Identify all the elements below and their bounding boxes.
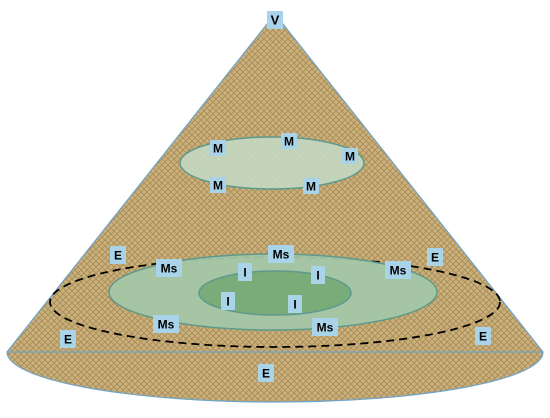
label-text: Ms — [273, 247, 290, 261]
label-upper-ring-1: M — [210, 140, 226, 156]
label-text: M — [306, 179, 316, 193]
label-box — [210, 177, 226, 193]
label-box — [475, 327, 491, 345]
label-middle-ring-5: Ms — [312, 318, 338, 336]
label-box — [210, 140, 226, 156]
label-upper-ring-3: M — [342, 148, 358, 164]
label-box — [312, 318, 338, 336]
label-box — [221, 292, 235, 310]
label-box — [303, 178, 319, 194]
label-inner-ring-4: I — [288, 295, 302, 313]
label-text: M — [213, 141, 223, 155]
label-box — [385, 261, 411, 279]
label-box — [311, 266, 325, 284]
label-text: E — [431, 250, 439, 264]
label-text: Ms — [390, 263, 407, 277]
label-middle-ring-1: Ms — [156, 259, 182, 277]
label-text: V — [271, 13, 280, 28]
label-box — [153, 315, 179, 333]
label-box — [427, 248, 443, 266]
label-box — [281, 133, 297, 149]
label-box — [267, 11, 283, 29]
label-inner-ring-2: I — [311, 266, 325, 284]
label-box — [268, 245, 294, 263]
label-text: Ms — [161, 261, 178, 275]
label-box — [110, 246, 126, 264]
label-text: E — [64, 332, 72, 346]
label-upper-ring-2: M — [281, 133, 297, 149]
label-outer-ring-4: E — [475, 327, 491, 345]
label-outer-ring-2: E — [427, 248, 443, 266]
upper-ellipse — [179, 136, 365, 190]
label-text: I — [293, 297, 296, 311]
label-text: Ms — [158, 317, 175, 331]
label-text: E — [114, 248, 122, 262]
label-text: I — [243, 265, 246, 279]
label-upper-ring-5: M — [303, 178, 319, 194]
label-inner-ring-1: I — [238, 263, 252, 281]
label-text: M — [213, 178, 223, 192]
label-text: Ms — [317, 320, 334, 334]
label-text: M — [284, 134, 294, 148]
label-text: E — [479, 329, 487, 343]
label-outer-ring-1: E — [110, 246, 126, 264]
label-box — [342, 148, 358, 164]
label-box — [60, 330, 76, 348]
label-text: E — [262, 366, 270, 380]
label-text: M — [345, 149, 355, 163]
label-apex-1: V — [267, 11, 283, 29]
label-upper-ring-4: M — [210, 177, 226, 193]
label-text: I — [226, 294, 229, 308]
label-text: I — [316, 268, 319, 282]
label-box — [238, 263, 252, 281]
label-outer-ring-5: E — [258, 364, 274, 382]
label-inner-ring-3: I — [221, 292, 235, 310]
cone-body — [6, 13, 544, 403]
label-middle-ring-3: Ms — [385, 261, 411, 279]
label-box — [258, 364, 274, 382]
label-outer-ring-3: E — [60, 330, 76, 348]
label-middle-ring-2: Ms — [268, 245, 294, 263]
label-box — [288, 295, 302, 313]
label-box — [156, 259, 182, 277]
label-middle-ring-4: Ms — [153, 315, 179, 333]
